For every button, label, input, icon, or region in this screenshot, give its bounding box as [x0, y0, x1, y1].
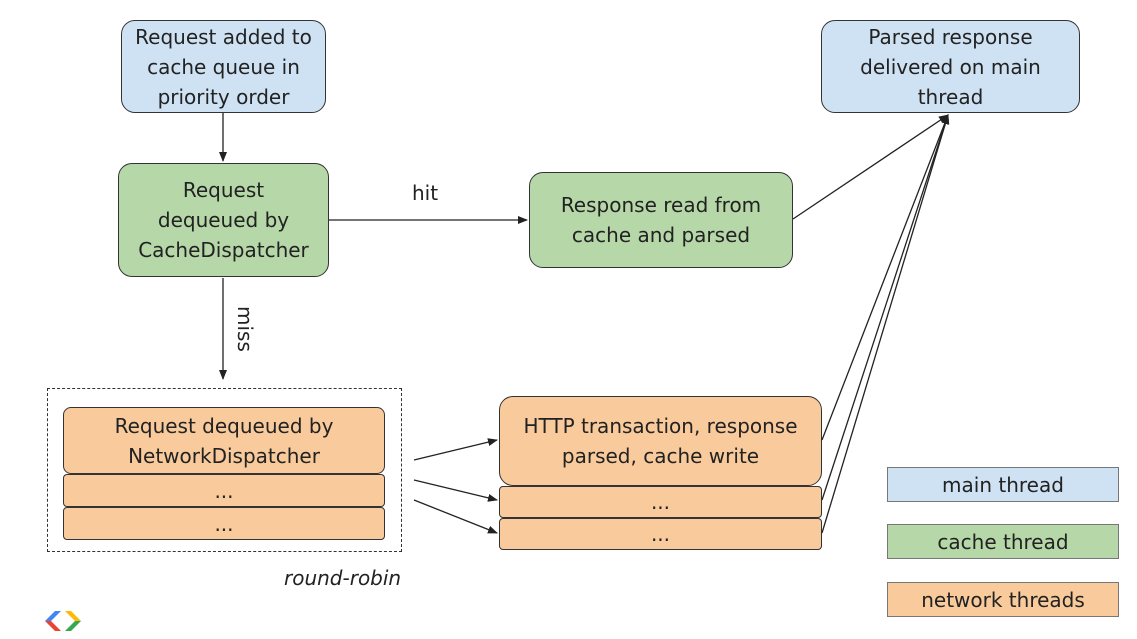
legend-main-thread: main thread	[887, 467, 1119, 502]
node-cache-hit-response: Response read from cache and parsed	[529, 172, 793, 268]
google-developers-logo-icon	[45, 611, 81, 631]
label-miss: miss	[233, 306, 257, 352]
node-network-dispatcher-more-2: ...	[63, 507, 385, 540]
arrow-rr-1	[413, 438, 498, 461]
legend-cache-thread: cache thread	[887, 524, 1119, 559]
legend-network-threads: network threads	[887, 582, 1119, 617]
arrow-http2-to-delivered	[821, 114, 950, 501]
arrow-http-to-delivered	[821, 114, 949, 441]
node-http-more-2: ...	[499, 518, 822, 550]
arrow-http3-to-delivered	[821, 114, 950, 534]
node-delivered: Parsed response delivered on main thread	[821, 20, 1080, 113]
arrow-cache-to-delivered	[792, 114, 949, 220]
label-round-robin: round-robin	[284, 566, 402, 590]
network-dispatcher-group	[47, 388, 402, 552]
node-http-more-1: ...	[499, 486, 822, 518]
node-cache-dispatcher: Request dequeued by CacheDispatcher	[118, 163, 329, 277]
node-cache-queue: Request added to cache queue in priority…	[121, 20, 326, 113]
arrow-rr-3	[413, 499, 498, 534]
arrow-rr-2	[413, 479, 498, 502]
node-network-dispatcher-more-1: ...	[63, 474, 385, 507]
label-hit: hit	[412, 181, 439, 205]
node-network-dispatcher: Request dequeued by NetworkDispatcher	[63, 407, 385, 474]
node-http-transaction: HTTP transaction, response parsed, cache…	[499, 396, 822, 486]
